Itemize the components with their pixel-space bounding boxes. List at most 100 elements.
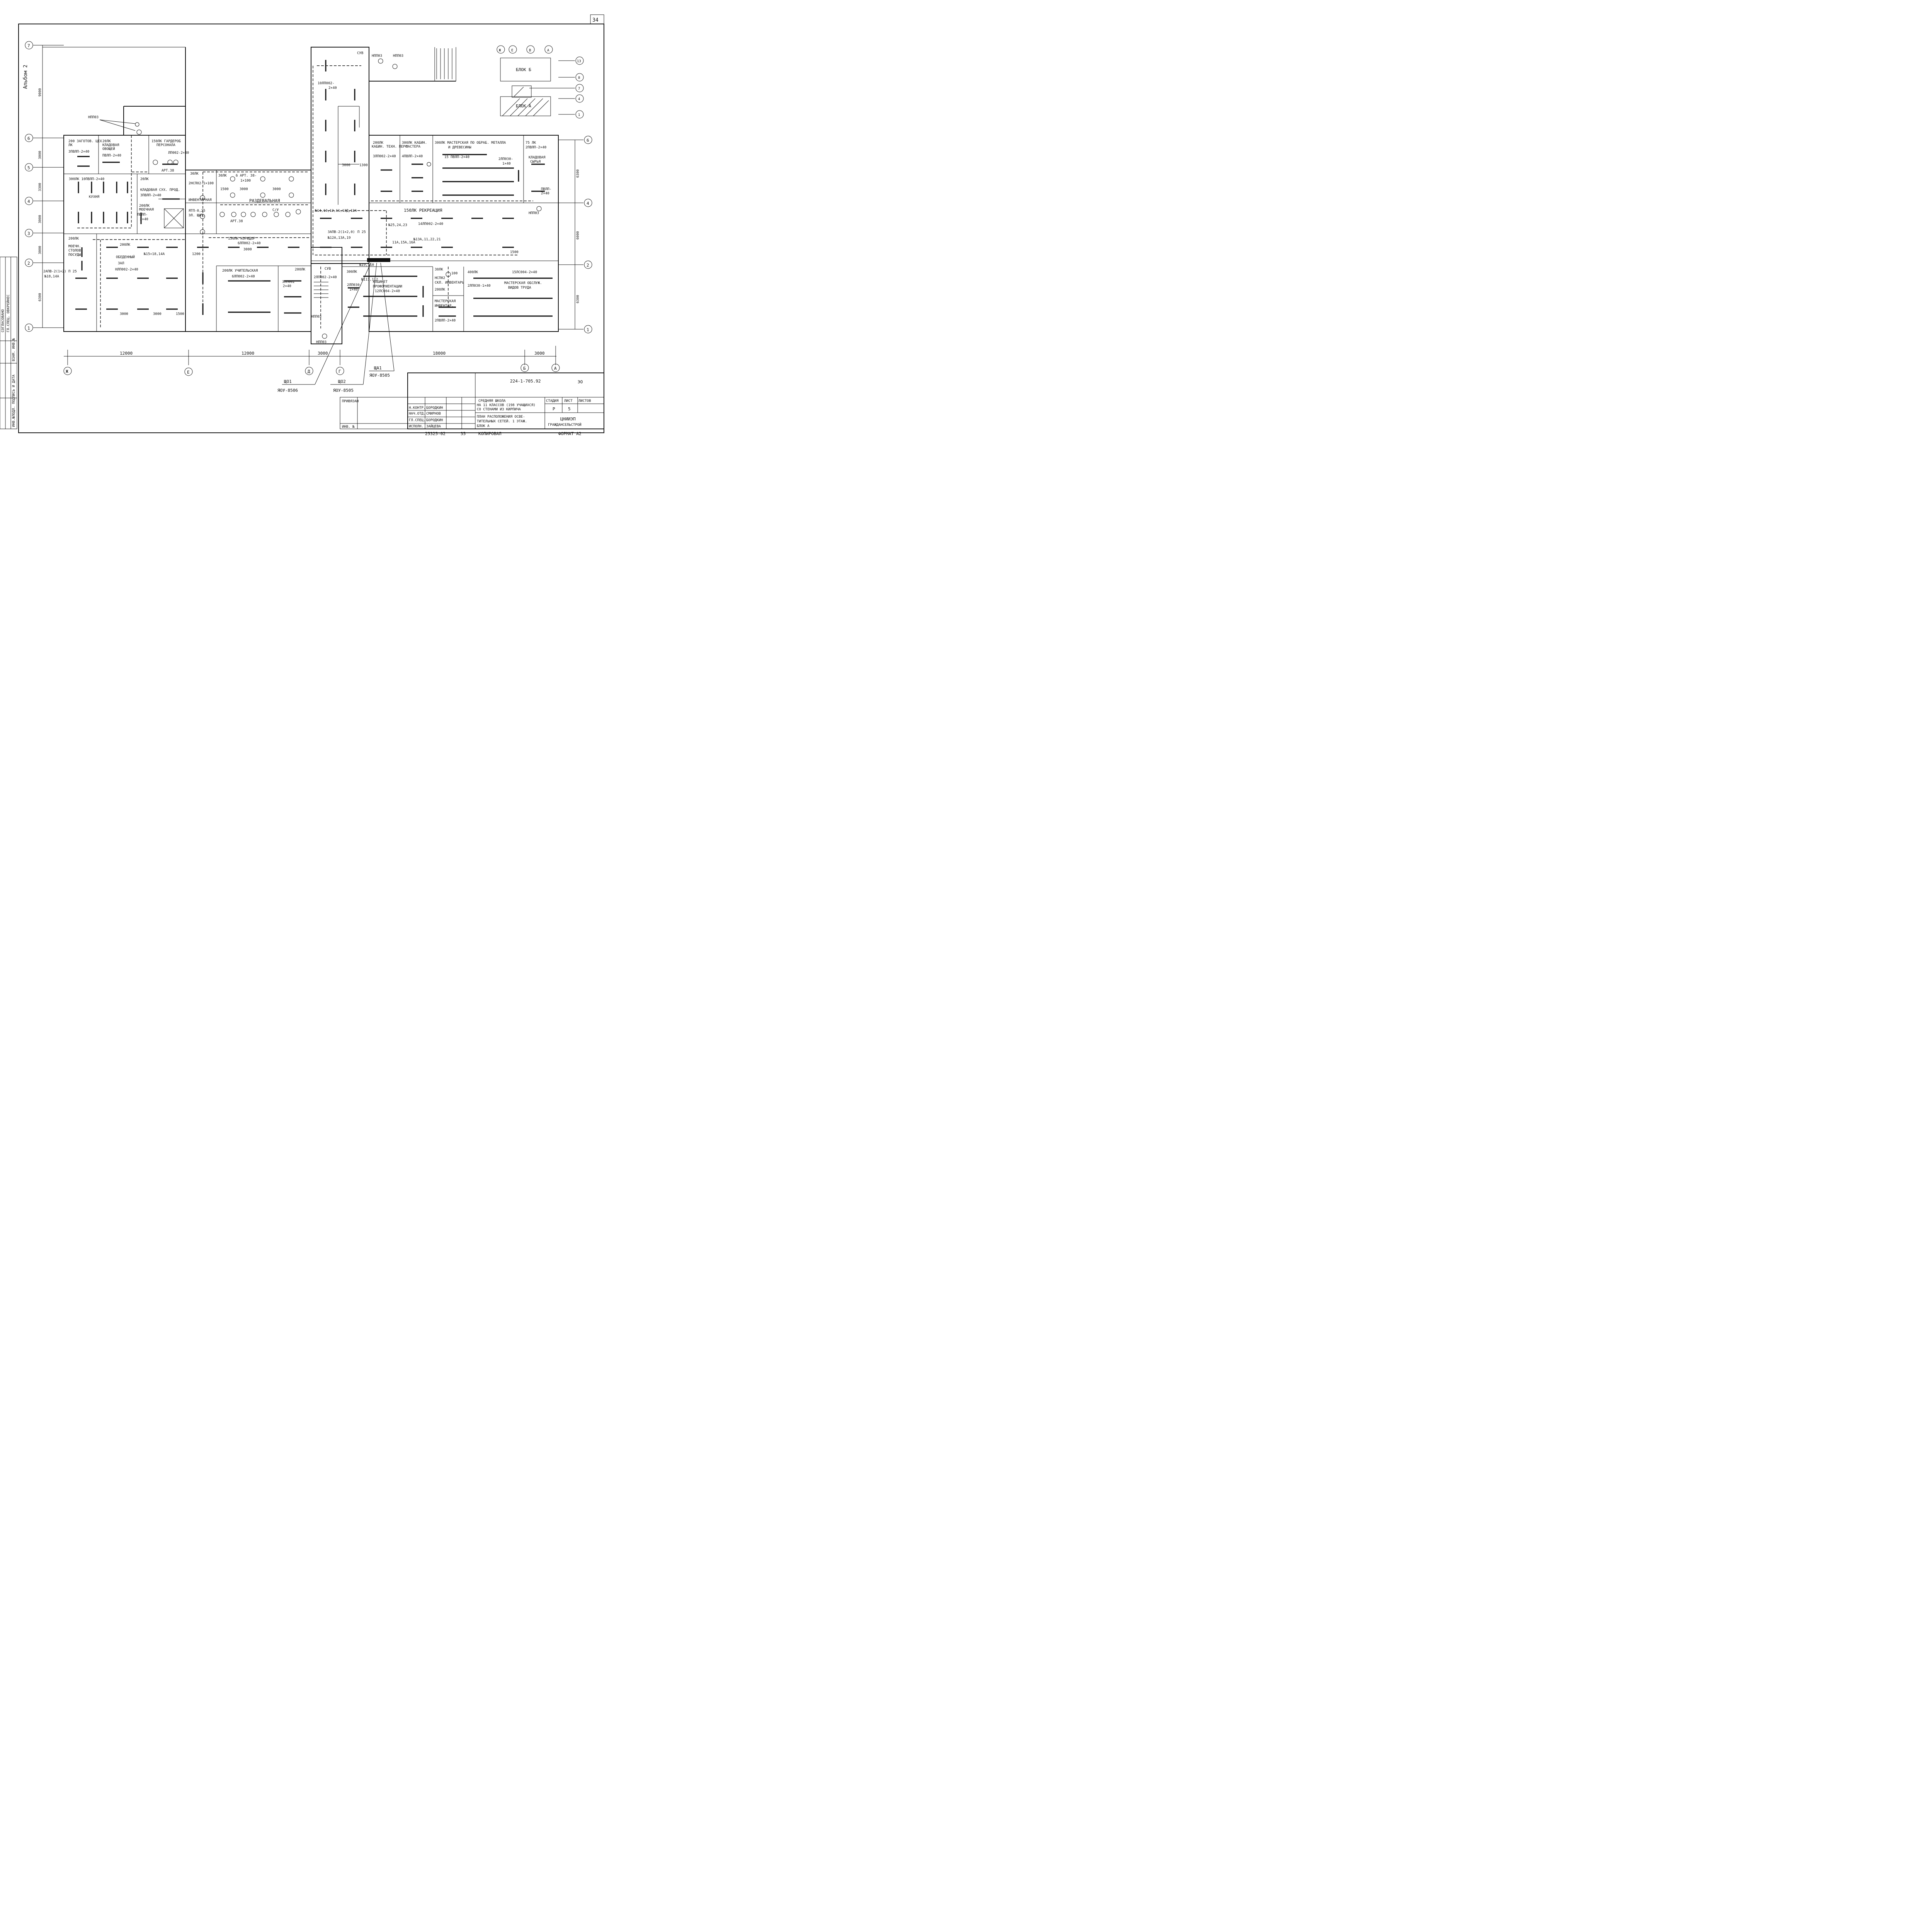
label-cable-7: П 25	[357, 230, 366, 234]
label-cable-3: 2АПВ-2(1×2) П 25	[43, 270, 77, 274]
axis-label-zh: Ж	[66, 369, 68, 374]
stamp-copied: КОПИРОВАЛ	[478, 431, 502, 436]
room-posudy-2: МОЕЧН.	[68, 245, 81, 248]
room-sukh-2: КЛАДОВАЯ СУХ. ПРОД.	[140, 188, 180, 192]
label-cable-1: 3АПВ-2(1×2,0)	[328, 230, 355, 234]
dim-left-3: 3300	[38, 183, 42, 191]
room-mastinv-4: 2ПВЛП-2×40	[435, 319, 456, 323]
room-moech-4: 2×40	[140, 218, 148, 221]
key-plan-col-a-label: А	[547, 49, 549, 53]
sheet-frame	[18, 24, 604, 433]
title-block: 224-1-705.92 ЭО ПРИВЯЗАН ИНВ. № Н.КОНТР.…	[340, 372, 604, 436]
axis-marker-1-right	[584, 325, 592, 333]
room-garderob-2: ПЕРСОНАЛА	[156, 143, 175, 147]
dim-left-1: 9000	[38, 88, 42, 97]
stamp-sheet: 5	[568, 406, 571, 412]
label-npp03-right: НПП03	[529, 211, 539, 215]
side-stamp-vzam: ВЗАМ. ИНВ.№	[12, 338, 16, 361]
album-label: Альбом 2	[23, 65, 29, 89]
room-vidov-2: 15ЛС004-2×40	[512, 270, 537, 274]
key-plan-row-13-label: 13	[577, 60, 581, 63]
side-stamp-inv-podl: ИНВ.№ПОДЛ. ПОДПИСЬ И ДАТА	[12, 374, 16, 427]
panel-type-3: ЯОУ-8505	[369, 373, 390, 378]
room-posudy-3: СТОЛОВ.	[68, 249, 83, 253]
label-cable-8: 11А,15А,16А	[392, 241, 415, 245]
room-zagotov-2: ЛК	[68, 143, 73, 147]
dim-right-1: 6300	[576, 169, 580, 178]
axis-marker-7-left	[25, 41, 33, 49]
axis-label-7-left: 7	[27, 43, 30, 48]
stamp-subtitle-3: БЛОК А	[477, 424, 490, 428]
room-met-3: 15 ПВЛП-2×40	[444, 155, 469, 159]
axis-markers: 7 6 5 4 3 2 1 6 4 2 1 Ж Е Д Г Б А	[25, 41, 592, 376]
axis-marker-1-left	[25, 323, 33, 332]
label-dim-1500-c: 1500	[510, 250, 519, 254]
label-cable-4: №18,14А	[44, 275, 60, 279]
room-syrya-6: 2×40	[541, 192, 549, 196]
room-syrya-2: 2ПВЛП-2×40	[526, 146, 546, 150]
dim-left-6: 6300	[38, 293, 42, 301]
dim-bottom-5: 3000	[534, 351, 545, 356]
room-zagotov-1: 200 ЗАГОТОВ. ЦЕХ	[68, 139, 102, 143]
key-plan-col-e	[509, 45, 517, 54]
key-plan-row-7	[575, 84, 584, 92]
room-upper-1: 10ЛП002-	[318, 82, 334, 85]
axis-label-4-left: 4	[27, 199, 30, 204]
room-vidov-1: 400ЛК	[468, 270, 478, 274]
stamp-bottom-left: 25325-02	[425, 431, 446, 436]
dim-left-2: 3000	[38, 151, 42, 159]
label-cable-5: №14,13,12,11,13Д,12А	[315, 209, 357, 213]
key-plan-col-zh	[497, 45, 505, 54]
label-dim-3000-d: 3000	[120, 312, 128, 316]
stamp-privyazan: ПРИВЯЗАН	[342, 400, 359, 403]
label-dim-1500-a: 1500	[220, 187, 229, 191]
room-garderob-3: ЛП002-2×40	[168, 151, 189, 155]
room-mastinv-2: МАСТЕРСКАЯ	[435, 299, 456, 303]
key-plan-col-e-label: Е	[511, 49, 513, 53]
panel-name-1: ЩО1	[284, 379, 292, 384]
room-tekh-1: 200ЛК	[373, 141, 384, 145]
room-met-2: И ДРЕВЕСИНЫ	[448, 146, 471, 150]
axis-label-3-left: 3	[27, 231, 30, 236]
side-stamp: СОГЛАСОВАНО ГЛ.СПЕЦ. ОВ КРЕЙНЕС ВЗАМ. ИН…	[0, 257, 17, 429]
label-dim-1500-b: 1500	[176, 312, 184, 316]
label-npp03-upper2: НПП03	[393, 54, 403, 58]
label-art38-1: АРТ.38	[162, 169, 174, 173]
axis-marker-zh	[63, 367, 72, 375]
room-kukhnya-2: КУХНЯ	[89, 195, 99, 199]
stamp-inv: ИНВ. №	[342, 425, 355, 429]
axis-label-d: Д	[308, 369, 310, 374]
room-moech-2: МОЕЧНАЯ	[139, 208, 154, 212]
axis-label-2-left: 2	[27, 261, 30, 266]
incandescent-fixtures	[135, 58, 542, 339]
stamp-set: ЭО	[578, 379, 583, 384]
room-obed-4: НЛП002-2×40	[115, 268, 138, 272]
axis-label-1-left: 1	[27, 326, 30, 331]
room-met-4: 2ЛП030-	[498, 157, 513, 161]
axis-label-g: Г	[338, 369, 341, 374]
axis-marker-g	[336, 367, 344, 375]
room-lobby-3: 2×40	[283, 284, 291, 288]
side-stamp-name: КРЕЙНЕС	[6, 294, 10, 309]
sheet-number: 34	[592, 17, 599, 23]
room-sukh-1: 20ЛК	[140, 177, 149, 181]
room-tekh-2: КАБИН. ТЕХН. ПЕРС	[372, 145, 407, 149]
label-dim-3000-f: 3000	[243, 248, 252, 252]
room-uchit-1: 200ЛК УЧИТЕЛЬСКАЯ	[222, 269, 258, 273]
axis-marker-5-left	[25, 163, 33, 172]
axis-marker-d	[305, 367, 313, 375]
stamp-name-4: ЗАЙЦЕВА	[426, 424, 441, 429]
grid-axes	[33, 45, 583, 365]
label-cable-9: №13А,11,22,21	[413, 238, 440, 242]
key-plan-block-a: БЛОК А	[516, 104, 531, 109]
room-syrya-3: КЛАДОВАЯ	[529, 156, 545, 160]
room-ovoshch-4: ПВЛП-2×40	[102, 154, 121, 158]
dim-bottom-3: 3000	[318, 351, 328, 356]
label-npp03-top: НПП03	[88, 116, 99, 119]
room-razd-4: РАЗДЕВАЛЬНАЯ	[249, 198, 280, 203]
panels: ЩО1 ЯОУ-8506 ЩО2 ЯОУ-8505 ЩА1 ЯОУ-8505	[277, 258, 395, 393]
stamp-title-3: СО СТЕНАМИ ИЗ КИРПИЧА	[477, 408, 521, 412]
label-npp03-stair: НПП03	[311, 315, 321, 319]
label-dim-3000-e: 3000	[153, 312, 162, 316]
dim-right-2: 6000	[576, 231, 580, 240]
